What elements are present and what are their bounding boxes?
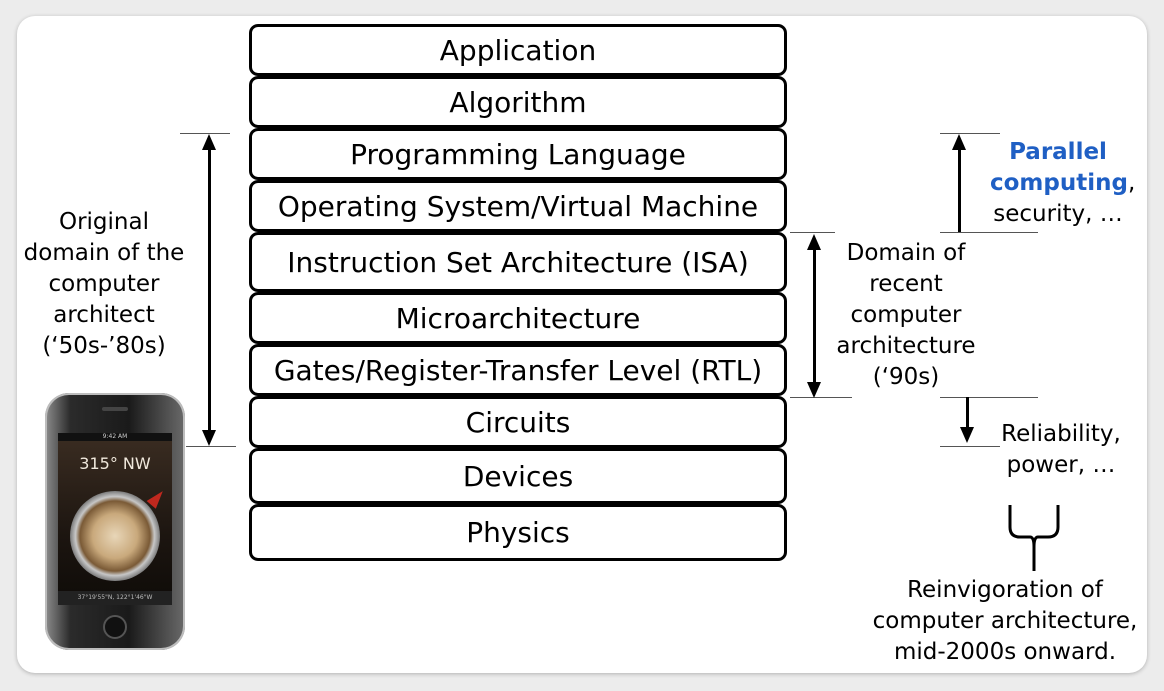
layer-algorithm: Algorithm <box>249 76 787 128</box>
left-arrow-head-down <box>202 430 216 446</box>
compass-heading: 315° NW <box>79 454 151 473</box>
reinvigoration-label: Reinvigoration of computer architecture,… <box>872 577 1138 665</box>
left-range-top-tick <box>180 133 230 134</box>
layer-rtl: Gates/Register-Transfer Level (RTL) <box>249 344 787 396</box>
middle-range-top-tick <box>790 232 835 233</box>
bottom-right-top-tick <box>940 397 1038 398</box>
left-range-bottom-tick <box>186 446 236 447</box>
middle-range-bottom-tick <box>790 397 852 398</box>
layer-circuits: Circuits <box>249 396 787 448</box>
original-domain-label: Original domain of the computer architec… <box>23 209 185 359</box>
reliability-label: Reliability, power, … <box>1001 421 1121 478</box>
parallel-computing-label: Parallel computing, security, … <box>990 139 1136 227</box>
left-arrow-shaft <box>208 148 211 432</box>
layer-operating-system: Operating System/Virtual Machine <box>249 180 787 232</box>
iphone-compass-image: 9:42 AM 315° NW 37°19'55"N, 122°1'46"W <box>45 393 185 650</box>
bottom-right-bottom-tick <box>940 446 1000 447</box>
middle-arrow-head-down <box>807 382 821 398</box>
phone-screen: 9:42 AM 315° NW 37°19'55"N, 122°1'46"W <box>58 433 172 605</box>
middle-arrow-shaft <box>813 248 816 383</box>
layer-programming-language: Programming Language <box>249 128 787 180</box>
layer-isa: Instruction Set Architecture (ISA) <box>249 232 787 292</box>
compass-needle-icon <box>146 487 168 509</box>
top-right-arrow-head <box>952 134 966 150</box>
compass-dial-icon <box>70 491 160 581</box>
bottom-right-arrow-head <box>960 427 974 443</box>
middle-arrow-head-up <box>807 234 821 250</box>
layer-application: Application <box>249 24 787 76</box>
compass-coordinates: 37°19'55"N, 122°1'46"W <box>58 591 172 605</box>
layer-devices: Devices <box>249 448 787 504</box>
top-right-arrow-shaft <box>958 148 961 232</box>
home-button-icon <box>103 615 127 639</box>
layer-microarchitecture: Microarchitecture <box>249 292 787 344</box>
phone-status-bar: 9:42 AM <box>58 433 172 441</box>
top-right-top-tick <box>940 133 1000 134</box>
layer-physics: Physics <box>249 504 787 561</box>
phone-speaker <box>102 407 128 411</box>
merge-bracket <box>1008 505 1060 571</box>
bottom-right-arrow-shaft <box>966 397 969 427</box>
left-arrow-head-up <box>202 134 216 150</box>
recent-domain-label: Domain of recent computer architecture (… <box>836 240 976 390</box>
top-right-bottom-tick <box>940 232 1038 233</box>
